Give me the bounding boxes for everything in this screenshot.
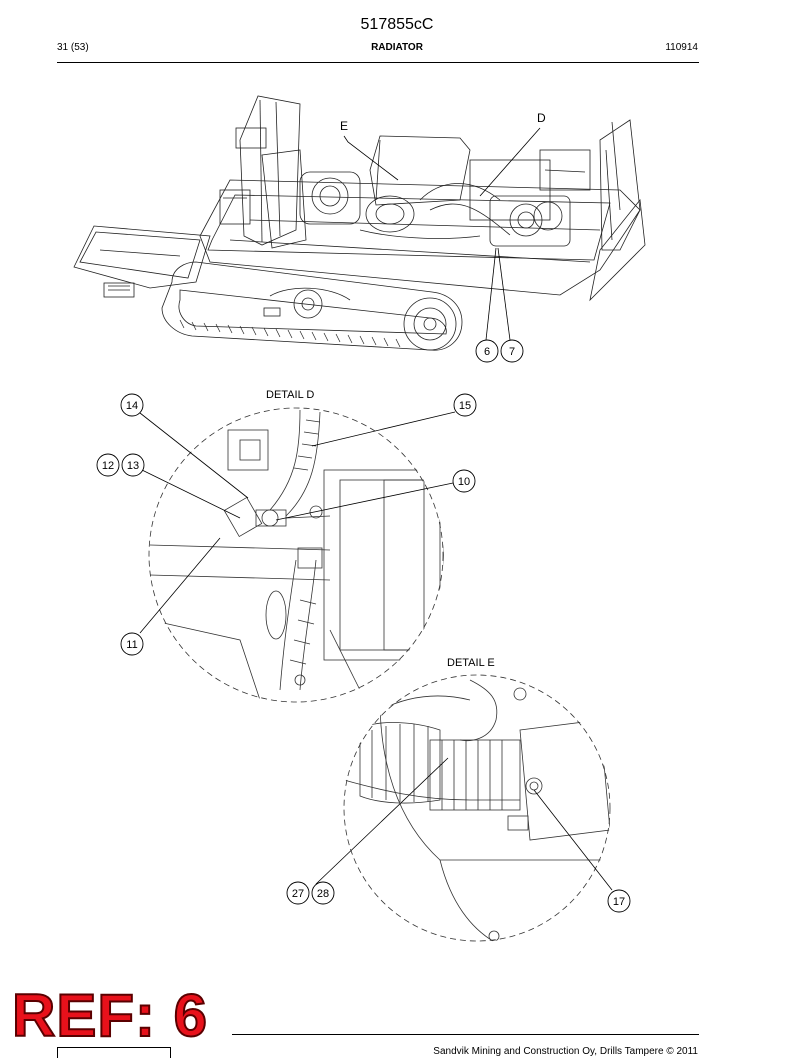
- callout-15: 15: [453, 393, 477, 417]
- document-code: 110914: [665, 42, 698, 53]
- section-title: RADIATOR: [371, 42, 423, 53]
- footer-divider: [232, 1034, 699, 1035]
- callout-11-label: 11: [126, 639, 137, 651]
- detail-letter-e: E: [340, 119, 348, 133]
- detail-e-title: DETAIL E: [447, 657, 495, 669]
- callout-6: 6: [475, 339, 499, 363]
- callout-12-label: 12: [102, 460, 114, 472]
- detail-d-leaders: [139, 411, 456, 634]
- detail-letter-d: D: [537, 111, 546, 125]
- callout-7-label: 7: [509, 346, 515, 358]
- detail-e-view: [343, 674, 611, 942]
- callout-13-label: 13: [127, 460, 139, 472]
- callout-6-label: 6: [484, 346, 490, 358]
- callout-13: 13: [121, 453, 145, 477]
- callout-27: 27: [286, 881, 310, 905]
- callout-10: 10: [452, 469, 476, 493]
- callout-14-label: 14: [126, 400, 138, 412]
- detail-d-title: DETAIL D: [266, 389, 314, 401]
- overview-leaders: [343, 127, 541, 341]
- callout-15-label: 15: [459, 400, 471, 412]
- callout-17-label: 17: [613, 896, 625, 908]
- callout-27-label: 27: [292, 888, 304, 900]
- reference-stamp: REF: 6: [11, 982, 209, 1049]
- callout-11: 11: [120, 632, 144, 656]
- callout-7: 7: [500, 339, 524, 363]
- callout-17: 17: [607, 889, 631, 913]
- detail-d-view: [148, 407, 444, 703]
- callout-10-label: 10: [458, 476, 470, 488]
- callout-12: 12: [96, 453, 120, 477]
- copyright-footer: Sandvik Mining and Construction Oy, Dril…: [433, 1046, 698, 1057]
- document-number: 517855cC: [360, 16, 434, 33]
- page-indicator: 31 (53): [57, 42, 89, 53]
- track-links: [179, 319, 401, 348]
- callout-28: 28: [311, 881, 335, 905]
- callout-28-label: 28: [317, 888, 329, 900]
- machine-overview: [73, 95, 646, 351]
- header-divider: [57, 62, 699, 63]
- detail-e-leaders: [315, 757, 613, 891]
- callout-14: 14: [120, 393, 144, 417]
